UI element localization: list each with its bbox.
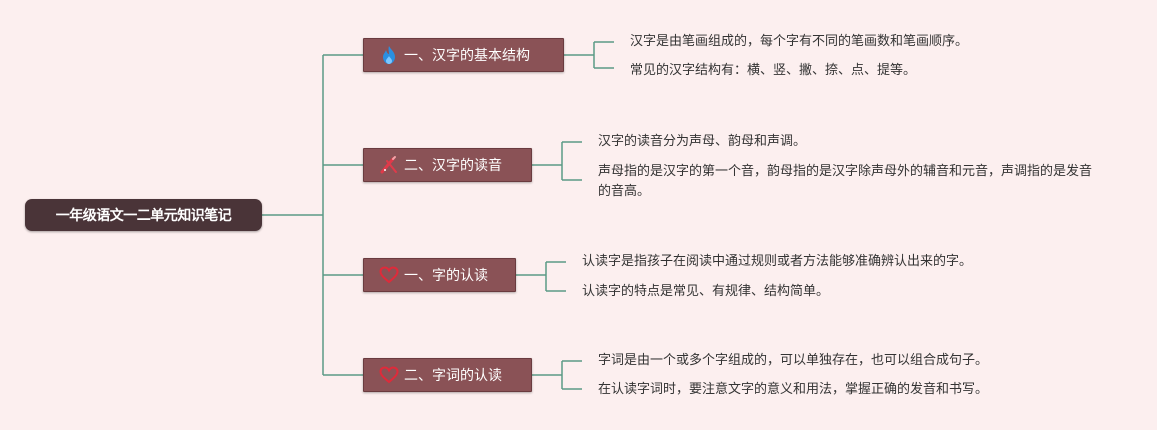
leaf-item[interactable]: 认读字是指孩子在阅读中通过规则或者方法能够准确辨认出来的字。 [582,254,973,269]
heart-icon [378,364,400,386]
branch-word-reading[interactable]: 二、字词的认读 [363,358,532,392]
branch-label: 二、汉字的读音 [404,158,502,174]
heart-icon [378,264,400,286]
flame-icon [378,44,400,66]
branch-character-reading[interactable]: 一、字的认读 [363,258,516,292]
root-topic-label: 一年级语文一二单元知识笔记 [55,208,232,224]
leaf-item[interactable]: 字词是由一个或多个字组成的，可以单独存在，也可以组合成句子。 [598,353,989,368]
branch-label: 二、字词的认读 [404,368,502,384]
leaf-item[interactable]: 声母指的是汉字的第一个音，韵母指的是汉字除声母外的辅音和元音，声调指的是发音的音… [598,164,1093,199]
pen-ruler-icon [378,154,400,176]
branch-label: 一、字的认读 [404,268,488,284]
branch-pronunciation[interactable]: 二、汉字的读音 [363,148,532,182]
leaf-item[interactable]: 常见的汉字结构有：横、竖、撇、捺、点、提等。 [630,63,917,78]
leaf-item[interactable]: 认读字的特点是常见、有规律、结构简单。 [582,284,830,299]
leaf-item[interactable]: 汉字的读音分为声母、韵母和声调。 [598,134,807,149]
leaf-item[interactable]: 在认读字词时，要注意文字的意义和用法，掌握正确的发音和书写。 [598,382,989,397]
leaf-item[interactable]: 汉字是由笔画组成的，每个字有不同的笔画数和笔画顺序。 [630,34,969,49]
branch-label: 一、汉字的基本结构 [404,48,530,64]
branch-basic-structure[interactable]: 一、汉字的基本结构 [363,38,564,72]
root-topic[interactable]: 一年级语文一二单元知识笔记 [25,199,262,231]
